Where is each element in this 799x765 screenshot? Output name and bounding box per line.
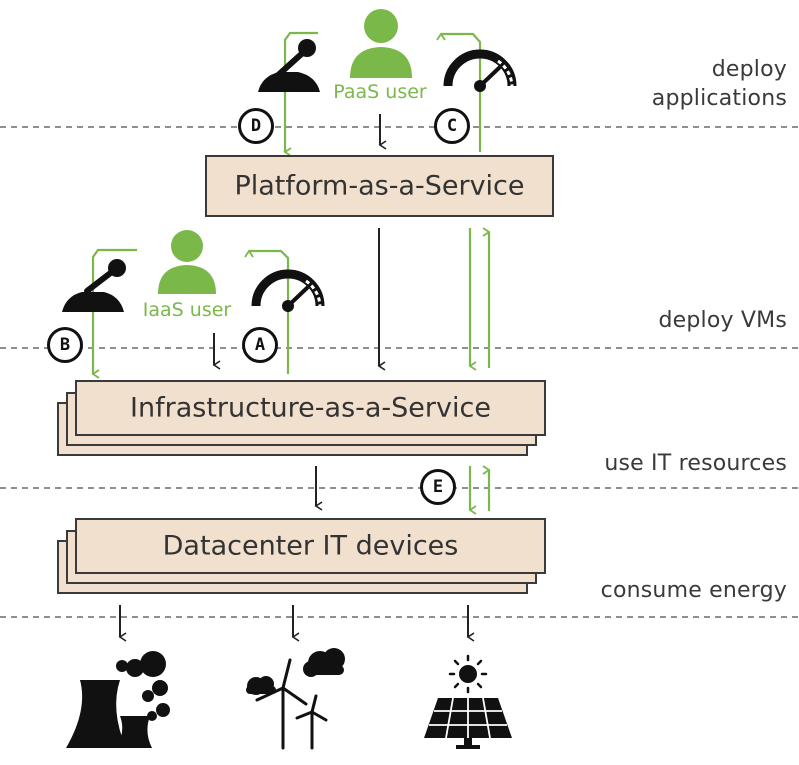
wind-turbine-icon [246, 648, 345, 750]
arrow-a-iaas-to-gauge [244, 249, 290, 374]
iaas-box: Infrastructure-as-a-Service [75, 380, 546, 436]
paas-box-label: Platform-as-a-Service [234, 170, 525, 202]
dark-arrows [118, 114, 475, 642]
iaas-box-label: Infrastructure-as-a-Service [130, 392, 491, 424]
gauge-icon [443, 49, 517, 92]
user-icon [158, 230, 216, 294]
level-dividers [0, 126, 799, 618]
marker-b: B [47, 327, 83, 363]
datacenter-box: Datacenter IT devices [75, 518, 546, 574]
lever-icon [258, 39, 320, 92]
green-arrows [91, 31, 491, 515]
level-label-consume-energy: consume energy [600, 578, 787, 603]
level-label-applications: applications [651, 86, 787, 111]
marker-c: C [434, 108, 470, 144]
marker-e: E [420, 469, 456, 505]
arrow-c-paas-to-gauge [436, 32, 482, 152]
solar-panel-icon [424, 654, 512, 749]
paas-box: Platform-as-a-Service [205, 155, 554, 217]
datacenter-box-label: Datacenter IT devices [162, 530, 459, 562]
power-plant-icon [66, 651, 170, 748]
iaas-user-label: IaaS user [142, 299, 232, 321]
level-label-use-it-resources: use IT resources [604, 451, 787, 476]
level-label-deploy-vms: deploy VMs [658, 308, 787, 333]
arrow-b-lever-to-iaas [91, 248, 137, 379]
marker-d: D [238, 108, 274, 144]
marker-a: A [242, 327, 278, 363]
paas-user-label: PaaS user [333, 81, 427, 103]
gauge-icon [251, 269, 325, 312]
level-label-deploy: deploy [711, 57, 787, 82]
arrow-d-lever-to-paas [283, 31, 318, 157]
user-icon [350, 9, 412, 78]
lever-icon [62, 259, 126, 312]
